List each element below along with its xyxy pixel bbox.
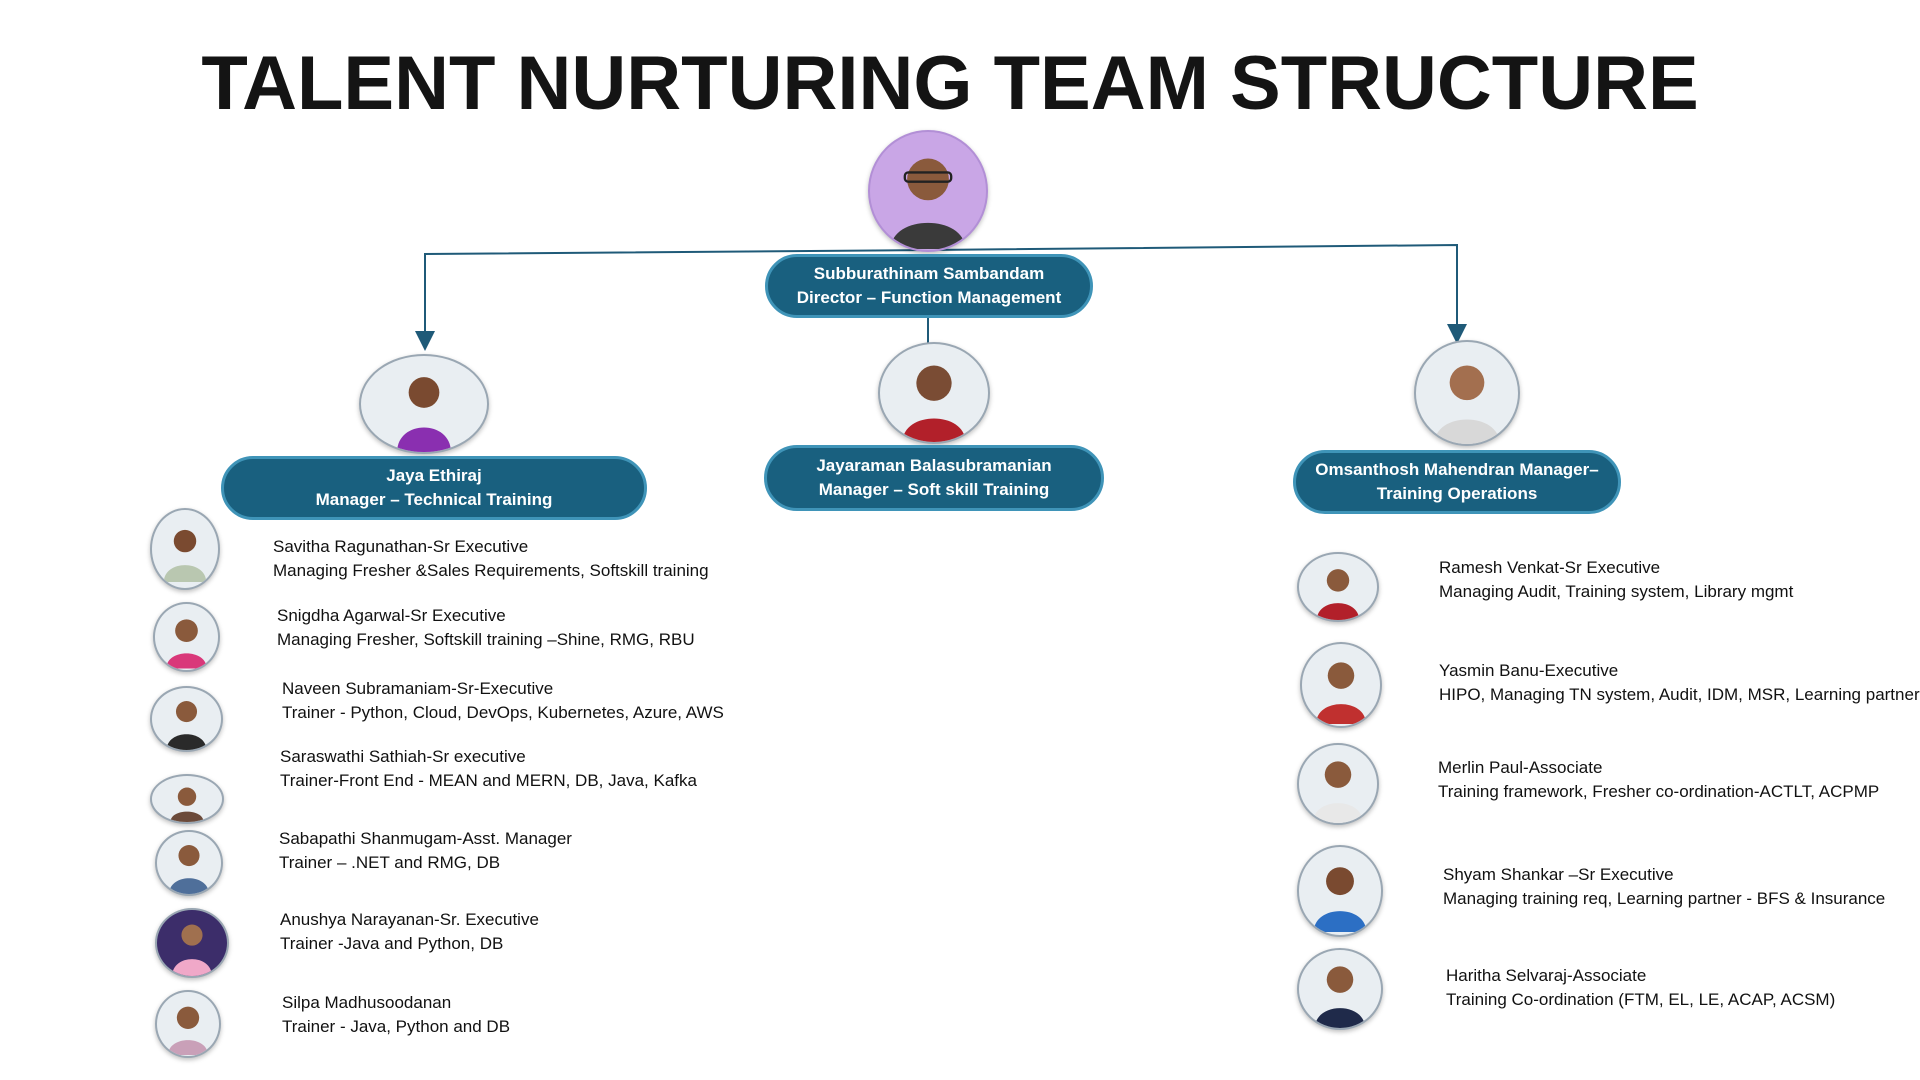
person-icon <box>1316 662 1366 724</box>
manager-2-name: Jayaraman Balasubramanian <box>816 456 1052 475</box>
manager-2-box: Jayaraman Balasubramanian Manager – Soft… <box>764 445 1104 511</box>
director-name: Subburathinam Sambandam <box>813 264 1045 283</box>
right-member-3-role: Training framework, Fresher co-ordinatio… <box>1438 782 1880 801</box>
person-icon <box>1316 569 1360 620</box>
manager-2-role: Manager – Soft skill Training <box>818 480 1050 499</box>
person-icon <box>170 787 204 822</box>
team-member-avatar <box>1300 642 1382 728</box>
page-title: TALENT NURTURING TEAM STRUCTURE <box>201 41 1699 126</box>
right-member-1-role: Managing Audit, Training system, Library… <box>1439 582 1794 601</box>
manager-3-avatar <box>1414 340 1520 446</box>
team-member-avatar <box>1297 845 1383 937</box>
right-member-4-name: Shyam Shankar –Sr Executive <box>1443 865 1674 884</box>
person-icon <box>1313 761 1363 823</box>
person-icon <box>1434 365 1500 444</box>
person-icon <box>166 619 207 669</box>
manager-2-avatar <box>878 342 990 444</box>
team-member-avatar <box>155 990 221 1058</box>
director-avatar <box>868 130 988 252</box>
right-member-2-role: HIPO, Managing TN system, Audit, IDM, MS… <box>1439 685 1920 704</box>
manager-3-box: Omsanthosh Mahendran Manager– Training O… <box>1293 450 1621 514</box>
person-icon <box>168 1006 208 1055</box>
team-member-avatar <box>150 508 220 590</box>
left-member-6-name: Anushya Narayanan-Sr. Executive <box>280 910 539 929</box>
person-icon <box>166 701 207 750</box>
manager-1-name: Jaya Ethiraj <box>386 466 482 485</box>
team-member-avatar <box>155 830 223 896</box>
left-member-4-name: Saraswathi Sathiah-Sr executive <box>280 747 526 766</box>
left-member-4-role: Trainer-Front End - MEAN and MERN, DB, J… <box>280 771 697 790</box>
team-member-avatar <box>150 774 224 824</box>
person-icon <box>1315 966 1365 1028</box>
right-member-3-name: Merlin Paul-Associate <box>1438 758 1603 777</box>
person-icon <box>172 924 212 976</box>
left-member-1-name: Savitha Ragunathan-Sr Executive <box>273 537 529 556</box>
team-member-avatar <box>1297 743 1379 825</box>
left-member-1-role: Managing Fresher &Sales Requirements, So… <box>273 561 709 580</box>
person-icon <box>902 365 966 442</box>
right-member-2-name: Yasmin Banu-Executive <box>1439 661 1619 680</box>
left-member-3-name: Naveen Subramaniam-Sr-Executive <box>282 679 554 698</box>
person-icon <box>1313 867 1367 932</box>
left-member-2-name: Snigdha Agarwal-Sr Executive <box>277 606 506 625</box>
manager-3-role: Training Operations <box>1376 484 1538 503</box>
left-member-5-role: Trainer – .NET and RMG, DB <box>279 853 501 872</box>
right-member-5-name: Haritha Selvaraj-Associate <box>1446 966 1647 985</box>
manager-1-avatar <box>359 354 489 454</box>
director-role: Director – Function Management <box>796 288 1062 307</box>
person-icon <box>169 845 209 894</box>
right-member-4-role: Managing training req, Learning partner … <box>1443 889 1886 908</box>
team-member-avatar <box>1297 552 1379 622</box>
person-icon <box>397 377 451 452</box>
team-member-avatar <box>150 686 223 752</box>
manager-1-role: Manager – Technical Training <box>315 490 553 509</box>
manager-3-name: Omsanthosh Mahendran Manager– <box>1315 460 1599 479</box>
right-member-5-role: Training Co-ordination (FTM, EL, LE, ACA… <box>1446 990 1836 1009</box>
team-member-avatar <box>153 602 220 672</box>
left-member-6-role: Trainer -Java and Python, DB <box>280 934 504 953</box>
team-member-avatar <box>155 908 229 978</box>
left-member-7-role: Trainer - Java, Python and DB <box>282 1017 511 1036</box>
left-member-2-role: Managing Fresher, Softskill training –Sh… <box>277 630 695 649</box>
team-member-avatar <box>1297 948 1383 1030</box>
person-icon <box>163 529 207 582</box>
left-member-5-name: Sabapathi Shanmugam-Asst. Manager <box>279 829 572 848</box>
manager-1-box: Jaya Ethiraj Manager – Technical Trainin… <box>221 456 647 520</box>
left-member-3-role: Trainer - Python, Cloud, DevOps, Kuberne… <box>282 703 724 722</box>
left-member-7-name: Silpa Madhusoodanan <box>282 993 452 1012</box>
director-box: Subburathinam Sambandam Director – Funct… <box>765 254 1093 318</box>
person-icon <box>890 158 966 249</box>
right-member-1-name: Ramesh Venkat-Sr Executive <box>1439 558 1661 577</box>
